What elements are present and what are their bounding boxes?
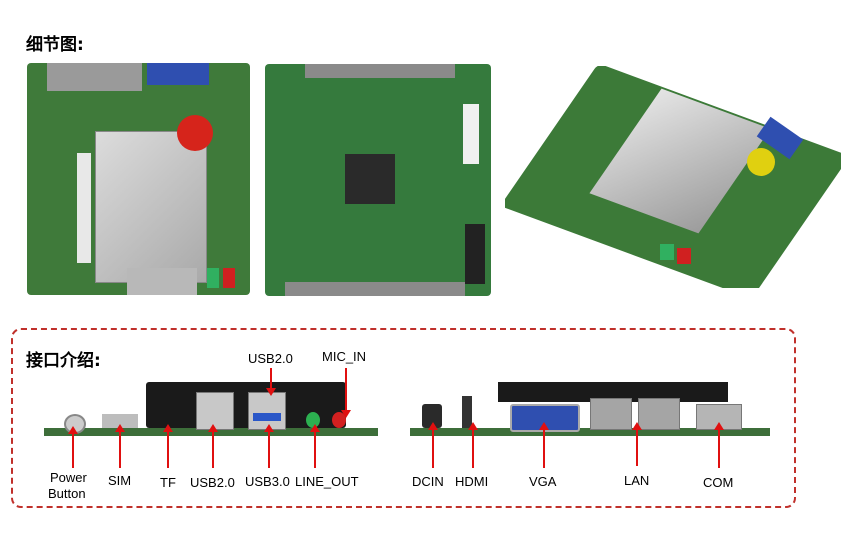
label-usb20-top: USB2.0 bbox=[248, 351, 293, 366]
label-usb30: USB3.0 bbox=[245, 474, 290, 489]
com-port bbox=[696, 404, 742, 430]
label-lan: LAN bbox=[624, 473, 650, 488]
ram-slot bbox=[77, 153, 91, 263]
label-power-button-line1: Power bbox=[50, 470, 87, 485]
details-heading: 细节图: bbox=[26, 35, 84, 55]
right-heatsink-black bbox=[498, 382, 728, 402]
angled-battery bbox=[747, 148, 775, 176]
right-pcb-edge bbox=[410, 428, 770, 436]
label-power-button-line2: Button bbox=[48, 486, 86, 501]
usb20-stack bbox=[196, 392, 234, 430]
sticker-label bbox=[463, 104, 479, 164]
label-tf: TF bbox=[160, 475, 176, 490]
board-angled-view-photo bbox=[505, 66, 841, 288]
label-hdmi: HDMI bbox=[455, 474, 489, 489]
left-side-view-photo bbox=[44, 382, 378, 440]
right-side-view-photo bbox=[410, 382, 770, 440]
angled-audio-green bbox=[660, 244, 674, 260]
lan-port-1 bbox=[590, 398, 632, 430]
hdmi-port bbox=[462, 396, 472, 428]
label-mic-in: MIC_IN bbox=[322, 349, 367, 364]
label-usb20-bottom: USB2.0 bbox=[190, 475, 235, 490]
label-sim: SIM bbox=[108, 473, 132, 488]
audio-jack-green bbox=[207, 268, 219, 288]
label-com: COM bbox=[703, 475, 734, 490]
board-top-view-photo bbox=[27, 63, 250, 295]
label-vga: VGA bbox=[529, 474, 557, 489]
lan-ports bbox=[47, 63, 142, 91]
audio-jack-red bbox=[223, 268, 235, 288]
port-edge-bottom bbox=[285, 282, 465, 296]
msata-slot bbox=[465, 224, 485, 284]
board-bottom-view-photo bbox=[265, 64, 491, 296]
interfaces-panel bbox=[11, 328, 796, 508]
usb-ports-front bbox=[127, 268, 197, 295]
cmos-battery bbox=[177, 115, 213, 151]
angled-audio-red bbox=[677, 248, 691, 264]
interfaces-heading: 接口介绍: bbox=[26, 351, 101, 371]
vga-port bbox=[147, 63, 209, 85]
label-line-out: LINE_OUT bbox=[295, 474, 359, 489]
left-pcb-edge bbox=[44, 428, 378, 436]
label-dcin: DCIN bbox=[412, 474, 444, 489]
heatsink bbox=[95, 131, 207, 283]
lan-port-2 bbox=[638, 398, 680, 430]
sim-slot-part bbox=[102, 414, 138, 428]
port-edge-top bbox=[305, 64, 455, 78]
chip-main bbox=[345, 154, 395, 204]
